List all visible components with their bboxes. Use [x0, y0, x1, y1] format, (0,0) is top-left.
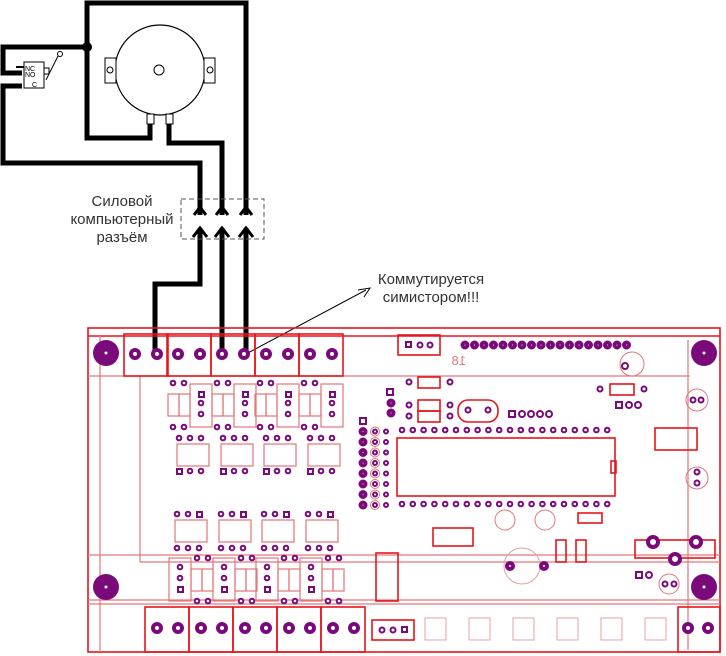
terminal-block: [298, 333, 344, 377]
relay-blocks: [167, 379, 345, 605]
terminal-block: [188, 606, 234, 653]
switch-no-label: NO: [25, 72, 36, 79]
connector-box: [180, 198, 265, 240]
motor: [104, 24, 216, 125]
bottom-terminal-blocks: [144, 606, 721, 653]
silk-marker: 18: [452, 353, 466, 368]
triac-note-line-2: симистором!!!: [382, 289, 480, 306]
triac-note: Коммутируется симистором!!!: [366, 271, 496, 307]
triac-note-line-1: Коммутируется: [377, 271, 485, 288]
bottom-pads-row: [424, 617, 667, 641]
wires: [0, 0, 255, 354]
microswitch: NC NO C: [16, 51, 63, 89]
switch-nc-label: NC: [25, 66, 35, 73]
relay-channel: [298, 379, 345, 605]
pin-header-left: [358, 388, 396, 510]
annotation-arrow: [245, 287, 372, 355]
terminal-block: [166, 333, 212, 377]
relay-channel: [211, 379, 258, 605]
terminal-block: [320, 606, 366, 653]
terminal-block: [210, 333, 256, 377]
terminal-block: [276, 606, 322, 653]
mounting-holes: [93, 340, 717, 600]
mcu-pins: [398, 426, 611, 508]
terminal-block: [144, 606, 190, 653]
pcb-board: 18: [87, 327, 721, 653]
terminal-block: [677, 606, 721, 653]
connector-label: Силовой компьютерный разъём: [62, 193, 182, 247]
connector-label-line-3: разъём: [96, 229, 148, 246]
connector-label-line-1: Силовой: [91, 193, 153, 210]
switch-c-label: C: [32, 82, 37, 89]
misc-components: [371, 351, 716, 641]
pin-header-top: [460, 340, 631, 350]
relay-channel: [167, 379, 214, 605]
connector-label-line-2: компьютерный: [70, 211, 174, 228]
terminal-block: [123, 333, 169, 377]
top-terminal-blocks: [123, 333, 344, 377]
terminal-block: [254, 333, 300, 377]
relay-channel: [254, 379, 301, 605]
terminal-block: [232, 606, 278, 653]
